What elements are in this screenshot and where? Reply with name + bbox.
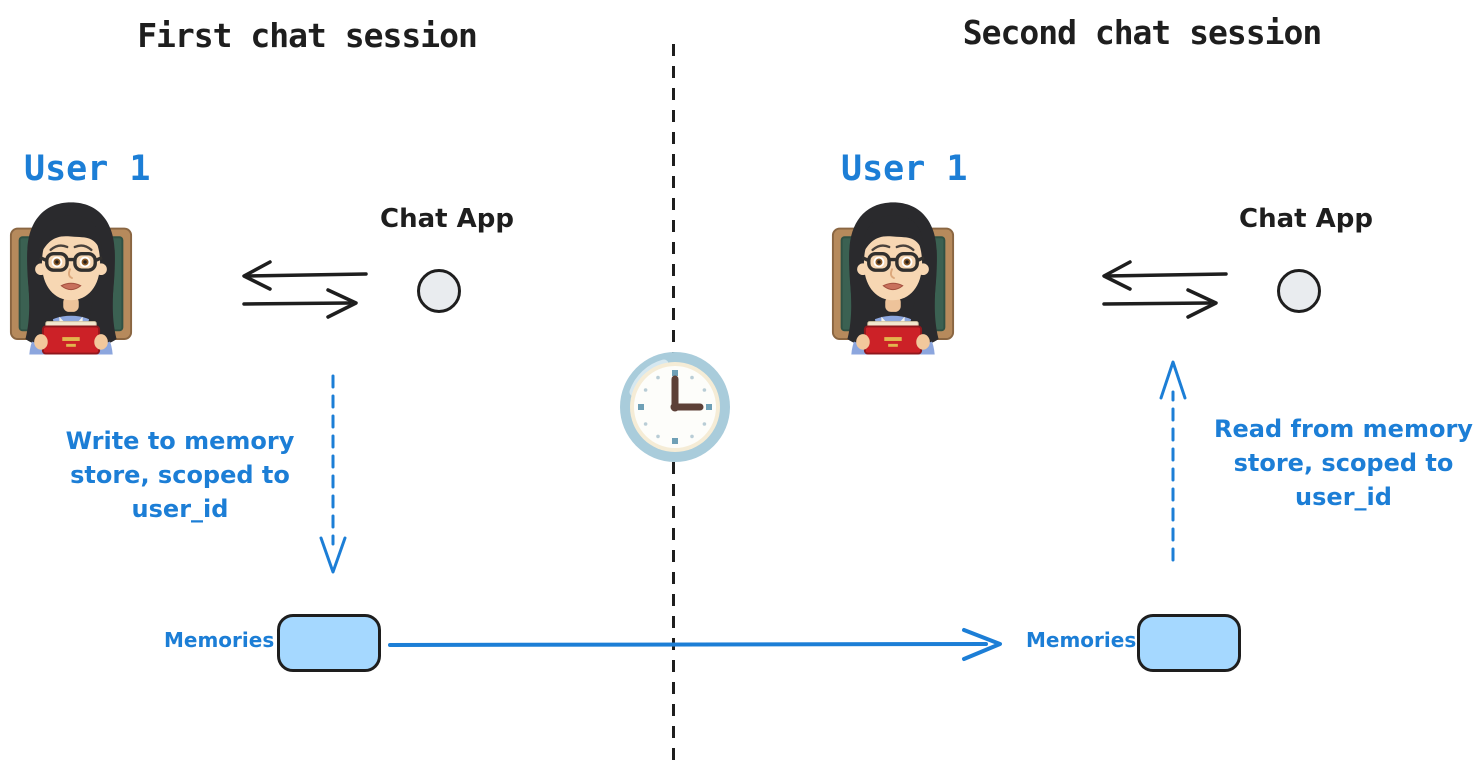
first-session-title: First chat session — [137, 16, 478, 55]
read-memory-arrow-icon — [1157, 358, 1189, 562]
first-exchange-arrows-icon — [236, 257, 370, 321]
second-memory-note: Read from memory store, scoped to user_i… — [1205, 412, 1482, 514]
first-memory-note: Write to memory store, scoped to user_id — [55, 424, 305, 526]
second-chat-app-node — [1277, 269, 1321, 313]
first-chat-app-node — [417, 269, 461, 313]
note-line: user_id — [1295, 483, 1392, 511]
note-line: Write to memory — [65, 427, 295, 455]
second-user-avatar woman-teacher-icon — [830, 198, 956, 356]
first-memories-box — [277, 614, 381, 672]
second-chat-app-label: Chat App — [1239, 204, 1373, 234]
write-memory-arrow-icon — [317, 374, 349, 578]
memories-transfer-arrow-icon — [388, 626, 1016, 662]
second-memories-label: Memories — [1026, 628, 1137, 652]
note-line: user_id — [131, 495, 229, 523]
second-memories-box — [1137, 614, 1241, 672]
first-user-avatar woman-teacher-icon — [8, 198, 134, 356]
note-line: Read from memory — [1214, 415, 1473, 443]
note-line: store, scoped to — [70, 461, 290, 489]
note-line: store, scoped to — [1233, 449, 1454, 477]
first-user-label: User 1 — [24, 149, 151, 189]
first-chat-app-label: Chat App — [380, 204, 514, 234]
first-memories-label: Memories — [164, 628, 275, 652]
clock-icon — [618, 350, 732, 464]
second-exchange-arrows-icon — [1096, 257, 1230, 321]
second-user-label: User 1 — [841, 149, 968, 189]
second-session-title: Second chat session — [962, 13, 1323, 52]
